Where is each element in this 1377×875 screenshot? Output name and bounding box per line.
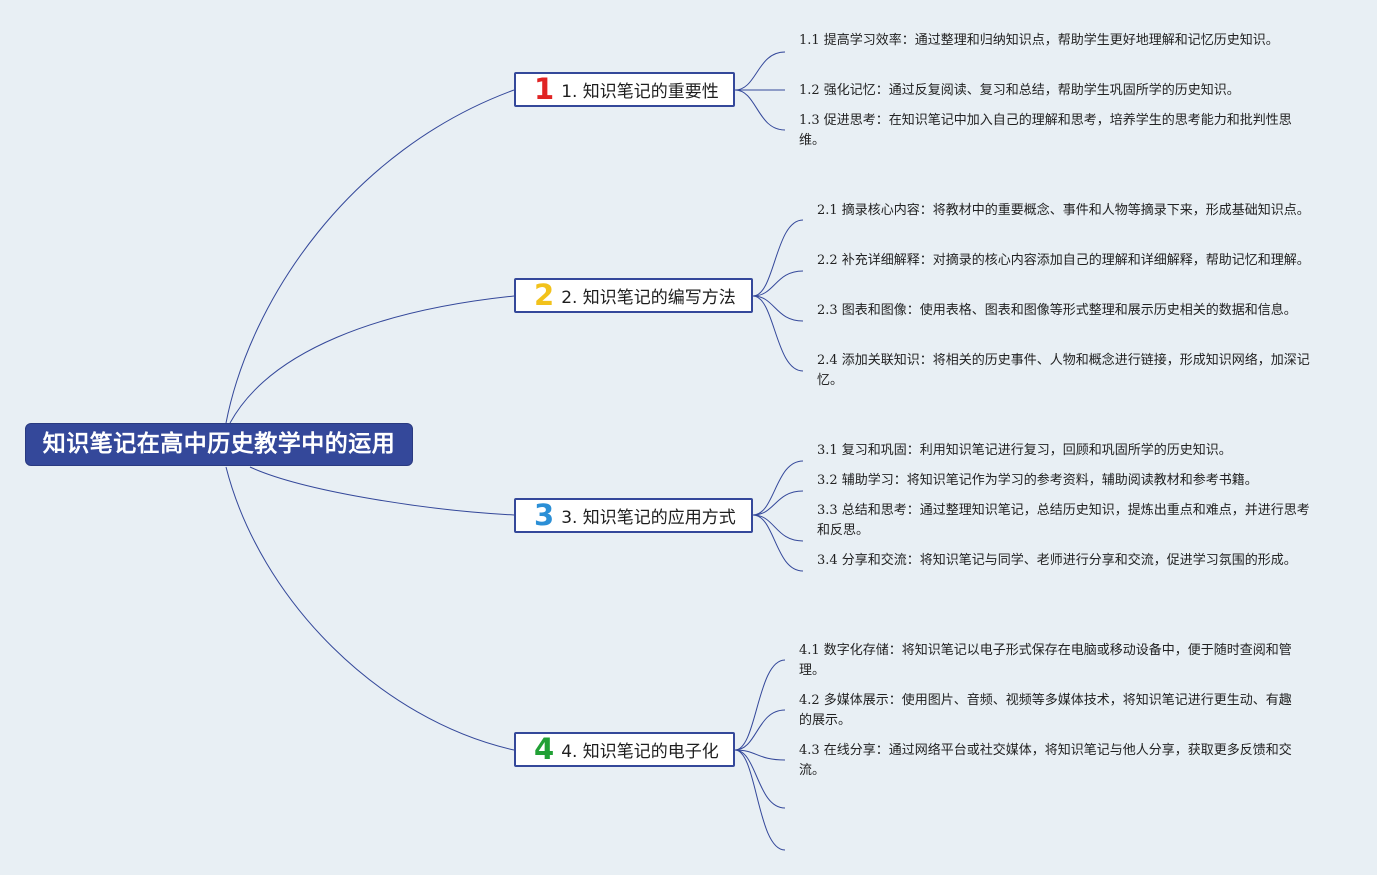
leaf-4-2[interactable]: 4.2 多媒体展示：使用图片、音频、视频等多媒体技术，将知识笔记进行更生动、有趣…	[799, 693, 1292, 728]
number-2-icon: 2	[534, 277, 555, 312]
branch-application[interactable]: 3 3. 知识笔记的应用方式	[514, 498, 753, 533]
connector-b1-leaf-1	[734, 51, 786, 91]
connector-b2-leaf-2	[752, 270, 804, 297]
leaf-3-1[interactable]: 3.1 复习和巩固：利用知识笔记进行复习，回顾和巩固所学的历史知识。	[817, 443, 1232, 458]
connector-b2-leaf-4	[752, 295, 804, 372]
leaf-2-3[interactable]: 2.3 图表和图像：使用表格、图表和图像等形式整理和展示历史相关的数据和信息。	[817, 303, 1297, 318]
leaf-3-4[interactable]: 3.4 分享和交流：将知识笔记与同学、老师进行分享和交流，促进学习氛围的形成。	[817, 553, 1297, 568]
branch-label: 3. 知识笔记的应用方式	[561, 508, 736, 528]
connector-b4-leaf-2	[734, 709, 786, 751]
connector-root-b2	[229, 295, 515, 424]
connector-b4-leaf-5	[734, 749, 786, 851]
branch-label: 2. 知识笔记的编写方法	[561, 288, 736, 308]
connector-b3-leaf-4	[752, 514, 804, 572]
connector-root-b1	[225, 89, 515, 424]
leaf-1-1[interactable]: 1.1 提高学习效率：通过整理和归纳知识点，帮助学生更好地理解和记忆历史知识。	[799, 33, 1279, 48]
connector-root-b3	[249, 466, 515, 516]
branch-label: 1. 知识笔记的重要性	[561, 82, 719, 102]
connector-b3-leaf-3	[752, 514, 804, 542]
leaf-3-3[interactable]: 3.3 总结和思考：通过整理知识笔记，总结历史知识，提炼出重点和难点，并进行思考…	[817, 503, 1310, 538]
connector-b2-leaf-1	[752, 219, 804, 297]
leaf-3-2[interactable]: 3.2 辅助学习：将知识笔记作为学习的参考资料，辅助阅读教材和参考书籍。	[817, 473, 1258, 488]
leaf-2-1[interactable]: 2.1 摘录核心内容：将教材中的重要概念、事件和人物等摘录下来，形成基础知识点。	[817, 203, 1310, 218]
branch-label: 4. 知识笔记的电子化	[561, 742, 719, 762]
connector-root-b4	[225, 466, 515, 751]
leaf-1-2[interactable]: 1.2 强化记忆：通过反复阅读、复习和总结，帮助学生巩固所学的历史知识。	[799, 83, 1240, 98]
branch-digitization[interactable]: 4 4. 知识笔记的电子化	[514, 732, 735, 767]
leaf-4-3[interactable]: 4.3 在线分享：通过网络平台或社交媒体，将知识笔记与他人分享，获取更多反馈和交…	[799, 743, 1292, 778]
leaf-2-4[interactable]: 2.4 添加关联知识：将相关的历史事件、人物和概念进行链接，形成知识网络，加深记…	[817, 353, 1310, 388]
leaf-4-1[interactable]: 4.1 数字化存储：将知识笔记以电子形式保存在电脑或移动设备中，便于随时查阅和管…	[799, 643, 1292, 678]
branch-writing-methods[interactable]: 2 2. 知识笔记的编写方法	[514, 278, 753, 313]
connector-b3-leaf-1	[752, 460, 804, 516]
number-4-icon: 4	[534, 731, 555, 766]
leaf-2-2[interactable]: 2.2 补充详细解释：对摘录的核心内容添加自己的理解和详细解释，帮助记忆和理解。	[817, 253, 1310, 268]
connector-b2-leaf-3	[752, 295, 804, 322]
leaf-1-3[interactable]: 1.3 促进思考：在知识笔记中加入自己的理解和思考，培养学生的思考能力和批判性思…	[799, 113, 1292, 148]
number-3-icon: 3	[534, 497, 555, 532]
connector-b1-leaf-3	[734, 89, 786, 131]
connector-b4-leaf-4	[734, 749, 786, 809]
connector-b4-leaf-1	[734, 659, 786, 751]
number-1-icon: 1	[534, 71, 555, 106]
branch-importance[interactable]: 1 1. 知识笔记的重要性	[514, 72, 735, 107]
root-topic[interactable]: 知识笔记在高中历史教学中的运用	[25, 423, 413, 466]
connector-b4-leaf-3	[734, 749, 786, 761]
connector-b3-leaf-2	[752, 490, 804, 516]
